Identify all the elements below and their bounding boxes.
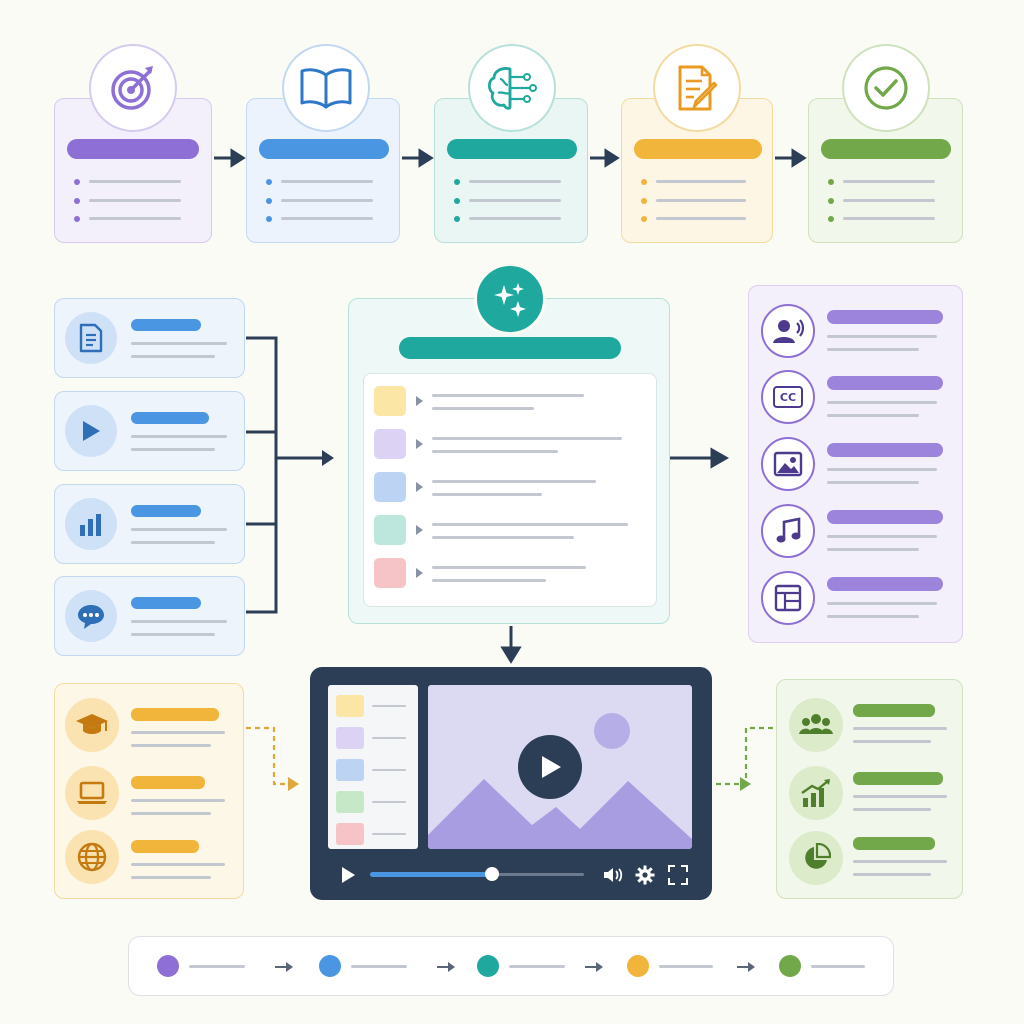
globe-icon (65, 830, 119, 884)
ai-processing-panel (348, 298, 670, 624)
music-note-icon (761, 504, 815, 558)
bar-chart-icon (65, 498, 117, 550)
image-icon (761, 437, 815, 491)
group-icon (789, 698, 843, 752)
bullet (74, 216, 80, 222)
legend-arrow (437, 962, 455, 972)
voice-user-icon (761, 304, 815, 358)
step-card-3-title-bar (447, 139, 577, 159)
play-icon (65, 405, 117, 457)
top-flow-arrows (214, 148, 807, 168)
step-card-5-title-bar (821, 139, 951, 159)
connector-arrows-center (500, 447, 730, 664)
legend-arrow (585, 962, 603, 972)
input-merge-connector (246, 336, 334, 614)
outcomes-panel (776, 679, 963, 899)
playlist-item[interactable] (336, 823, 412, 847)
list-item (374, 386, 648, 420)
playlist-item[interactable] (336, 759, 412, 783)
checkmark-icon (842, 44, 930, 132)
pie-chart-icon (789, 831, 843, 885)
output-item-layout (761, 571, 956, 627)
audience-dashed-arrow (246, 726, 299, 791)
legend-item-2 (319, 955, 439, 977)
legend-bar (128, 936, 894, 996)
step-card-2-title-bar (259, 139, 389, 159)
ai-panel-list (363, 373, 657, 607)
legend-item-4 (627, 955, 747, 977)
output-item-image (761, 437, 956, 493)
step-card-4-title-bar (634, 139, 762, 159)
output-item-voice (761, 304, 956, 360)
playlist-item[interactable] (336, 791, 412, 815)
output-formats-panel: CC (748, 285, 963, 643)
outcome-item-growth (789, 766, 954, 822)
list-item (374, 515, 648, 549)
playlist-item[interactable] (336, 727, 412, 751)
audience-panel (54, 683, 244, 899)
output-item-captions: CC (761, 370, 956, 426)
bullet (74, 179, 80, 185)
legend-item-5 (779, 955, 879, 977)
playlist-item[interactable] (336, 695, 412, 719)
laptop-icon (65, 766, 119, 820)
audience-item-education (65, 698, 235, 754)
settings-gear-icon[interactable] (635, 865, 655, 885)
video-player[interactable] (310, 667, 712, 900)
input-source-chat (54, 576, 245, 656)
layout-grid-icon (761, 571, 815, 625)
brain-circuit-icon (468, 44, 556, 132)
play-icon[interactable] (340, 866, 356, 884)
list-item (374, 472, 648, 506)
growth-chart-icon (789, 766, 843, 820)
document-pencil-icon (653, 44, 741, 132)
outcomes-dashed-arrow (716, 726, 774, 791)
audience-item-online (65, 766, 235, 822)
sparkles-icon (474, 263, 546, 335)
closed-caption-icon: CC (761, 370, 815, 424)
bullet (74, 198, 80, 204)
legend-arrow (737, 962, 755, 972)
legend-item-3 (477, 955, 597, 977)
chat-bubble-icon (65, 590, 117, 642)
ai-panel-title-bar (399, 337, 621, 359)
fullscreen-icon[interactable] (668, 865, 688, 885)
output-item-audio (761, 504, 956, 560)
input-source-video (54, 391, 245, 471)
graduation-cap-icon (65, 698, 119, 752)
step-card-1-title-bar (67, 139, 199, 159)
landscape-thumbnail (428, 713, 692, 849)
progress-handle[interactable] (484, 867, 499, 881)
input-source-document (54, 298, 245, 378)
legend-item-1 (157, 955, 277, 977)
volume-icon[interactable] (602, 866, 624, 884)
document-icon (65, 312, 117, 364)
play-button[interactable] (518, 735, 582, 799)
outcome-item-engagement (789, 698, 954, 754)
video-playlist (328, 685, 418, 849)
outcome-item-analytics (789, 831, 954, 887)
progress-fill (370, 872, 492, 877)
list-item (374, 558, 648, 592)
open-book-icon (282, 44, 370, 132)
video-controls (328, 857, 694, 891)
list-item (374, 429, 648, 463)
target-icon (89, 44, 177, 132)
audience-item-global (65, 830, 235, 886)
input-source-data (54, 484, 245, 564)
legend-arrow (275, 962, 293, 972)
video-screen[interactable] (428, 685, 692, 849)
